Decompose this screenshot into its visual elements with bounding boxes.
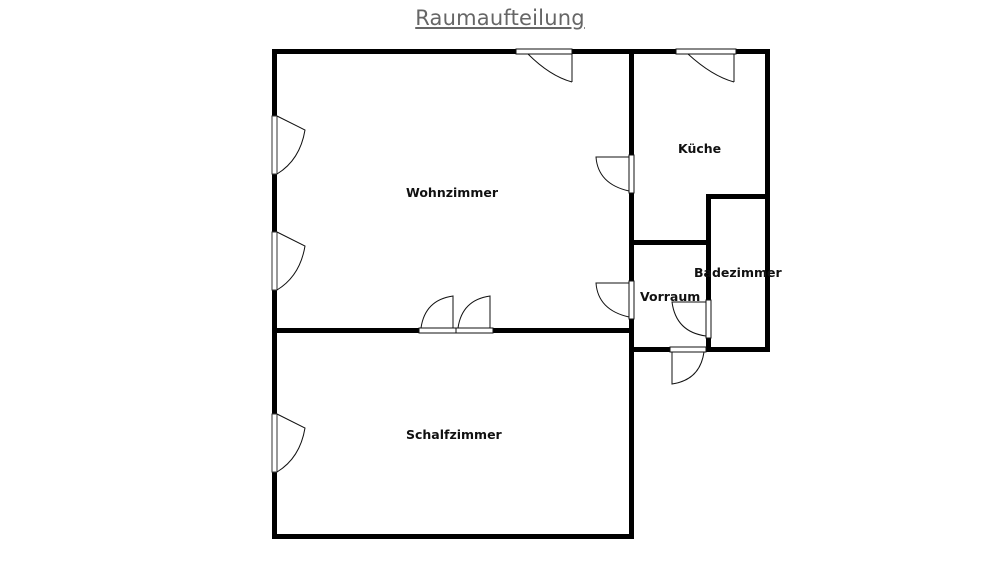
door-living-kitchen — [628, 154, 635, 194]
door-swing-living-kitchen — [595, 156, 630, 192]
door-swing-living-hall — [595, 282, 630, 318]
doors — [276, 48, 737, 473]
door-swing-kitchen-top — [687, 53, 735, 83]
window-swing-1 — [276, 115, 306, 175]
door-double-right — [455, 327, 494, 334]
room-label-kueche: Küche — [678, 141, 721, 156]
room-label-schlafzimmer: Schalfzimmer — [406, 427, 503, 442]
wall-right-kitchen — [765, 49, 770, 199]
window-living-1 — [271, 115, 278, 175]
door-entrance — [669, 346, 707, 353]
wall-left — [272, 49, 277, 539]
wall-bath-right — [765, 194, 770, 352]
window-living-2 — [271, 231, 278, 291]
wall-kitchen-hall — [629, 240, 711, 245]
wall-bath-left — [706, 194, 711, 352]
window-swing-3 — [276, 413, 306, 473]
window-swing-2 — [276, 231, 306, 291]
door-swing-bath — [671, 301, 707, 337]
door-kitchen-top — [675, 48, 737, 55]
room-label-vorraum: Vorraum — [640, 289, 700, 304]
door-swing-double-left — [420, 295, 454, 329]
door-swing-double-right — [457, 295, 491, 329]
room-labels: Wohnzimmer Küche Badezimmer Vorraum Scha… — [406, 141, 782, 442]
plan-title: Raumaufteilung — [415, 6, 585, 30]
wall-bottom — [272, 534, 634, 539]
door-swing-entrance — [671, 351, 705, 385]
door-living-top — [515, 48, 573, 55]
window-bedroom — [271, 413, 278, 473]
room-label-wohnzimmer: Wohnzimmer — [406, 185, 499, 200]
door-swing-living-top — [527, 53, 573, 83]
door-double-left — [418, 327, 457, 334]
door-living-hall — [628, 280, 635, 320]
room-label-badezimmer: Badezimmer — [694, 265, 782, 280]
wall-bath-top — [706, 194, 770, 199]
windows — [271, 115, 278, 473]
door-bath — [705, 299, 712, 339]
